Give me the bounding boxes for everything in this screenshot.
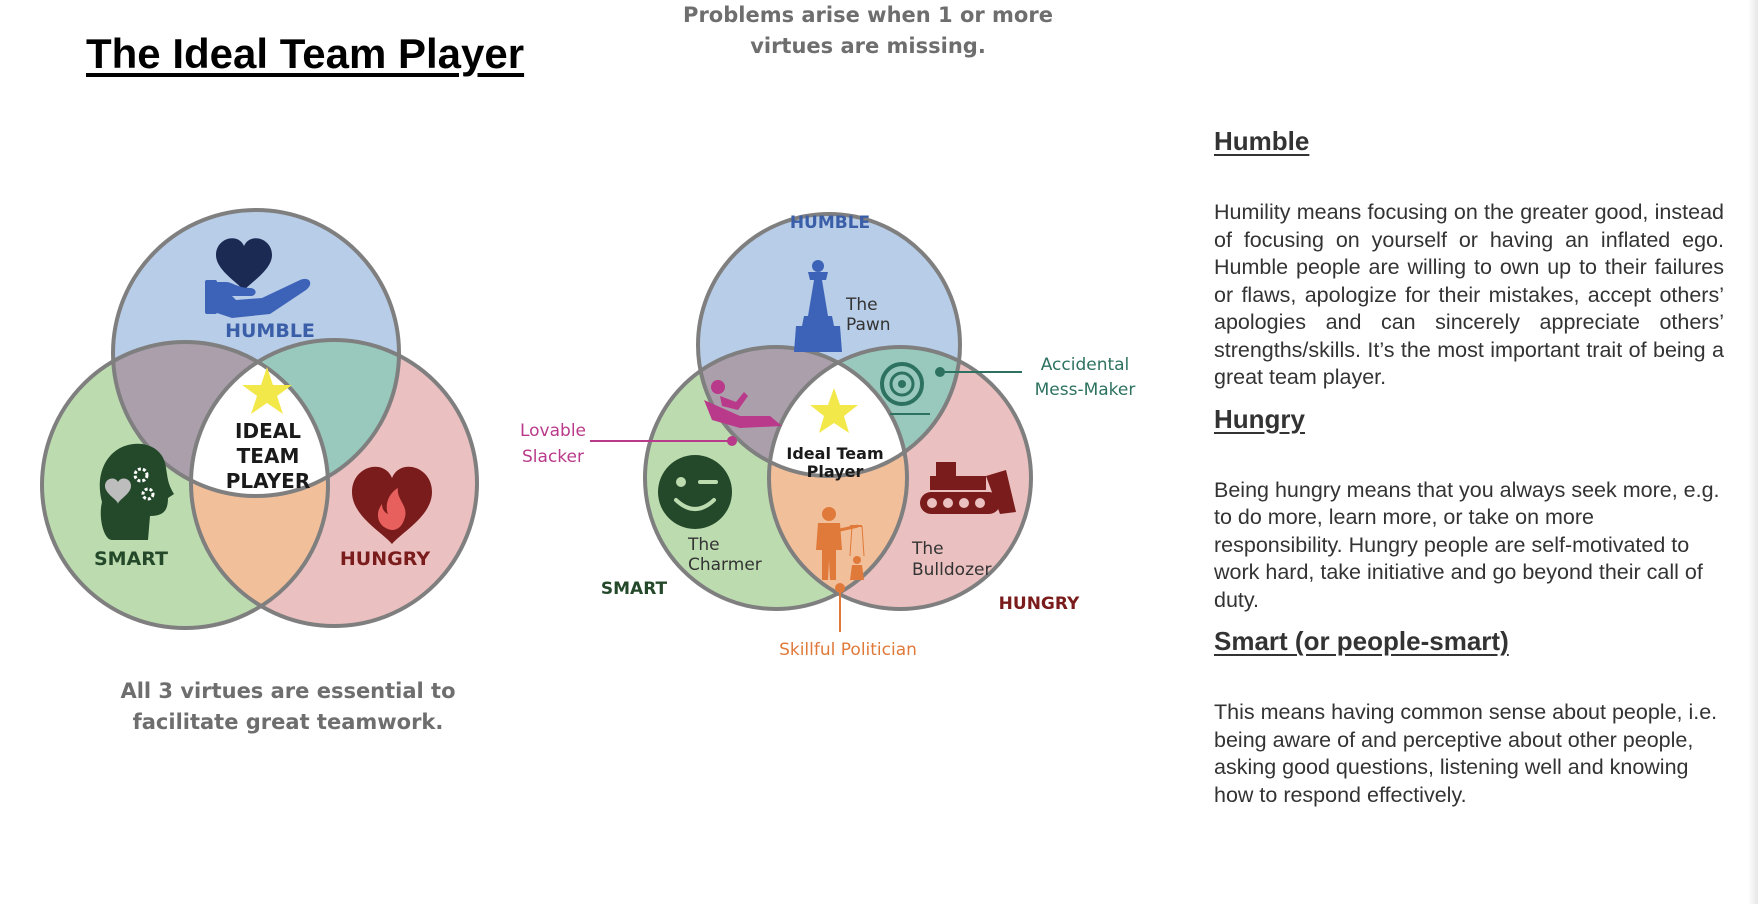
left-caption-line2: facilitate great teamwork. [132,710,444,734]
right-smart-label: SMART [601,579,668,599]
right-star-icon [810,388,858,433]
left-caption-line1: All 3 virtues are essential to [120,679,456,703]
chess-queen-icon [794,260,842,352]
right-caption-line1: Problems arise when 1 or more [683,3,1053,27]
flame-heart-icon [352,466,432,544]
charmer-line2: Charmer [688,555,762,575]
puppeteer-icon [816,507,865,580]
right-center-line2: Player [807,462,864,481]
humble-body: Humility means focusing on the greater g… [1214,200,1724,389]
humble-heading: Humble [1214,126,1310,156]
winking-face-icon [658,455,732,529]
mess-maker-line2: Mess-Maker [1035,380,1136,400]
bulldozer-line2: Bulldozer [912,560,991,580]
right-humble-label: HUMBLE [790,213,870,233]
left-humble-label: HUMBLE [225,320,315,342]
left-center-line1: IDEAL [235,419,301,443]
right-venn: HUMBLE SMART HUNGRY The Pawn Ideal Team … [520,212,1136,660]
right-center-line1: Ideal Team [786,444,883,463]
smart-heading: Smart (or people-smart) [1214,626,1509,656]
right-caption-line2: virtues are missing. [750,34,986,58]
pawn-line2: Pawn [846,315,891,335]
target-icon [880,362,930,415]
virtues-text-panel: Humble Humility means focusing on the gr… [1214,126,1724,809]
bulldozer-icon [920,462,1016,514]
venn-diagrams: HUMBLE IDEAL TEAM PLAYER SMART HUNGRY [40,208,1136,660]
mess-maker-line1: Accidental [1041,355,1130,375]
politician-label: Skillful Politician [779,640,917,660]
left-hungry-label: HUNGRY [340,548,430,570]
hand-heart-icon [205,238,311,318]
left-center-line3: PLAYER [226,469,311,493]
smart-body: This means having common sense about peo… [1214,700,1718,807]
hungry-body: Being hungry means that you always seek … [1214,477,1720,612]
reclining-person-icon [704,380,782,428]
head-gears-icon [99,443,174,540]
right-hungry-label: HUNGRY [999,594,1080,614]
page-title: The Ideal Team Player [86,30,525,77]
slacker-line1: Lovable [520,421,586,441]
slacker-line2: Slacker [522,447,584,467]
left-center-line2: TEAM [237,444,300,468]
pawn-line1: The [845,295,878,315]
left-smart-label: SMART [94,548,168,570]
left-center-region [191,342,328,496]
left-venn: HUMBLE IDEAL TEAM PLAYER SMART HUNGRY [40,208,479,630]
hungry-heading: Hungry [1214,403,1305,434]
star-icon [242,367,292,414]
charmer-line1: The [687,535,720,555]
right-caption: Problems arise when 1 or more virtues ar… [648,0,1088,62]
bulldozer-line1: The [911,539,944,559]
left-caption: All 3 virtues are essential to facilitat… [88,676,488,738]
page-edge-shadow [1748,0,1758,904]
